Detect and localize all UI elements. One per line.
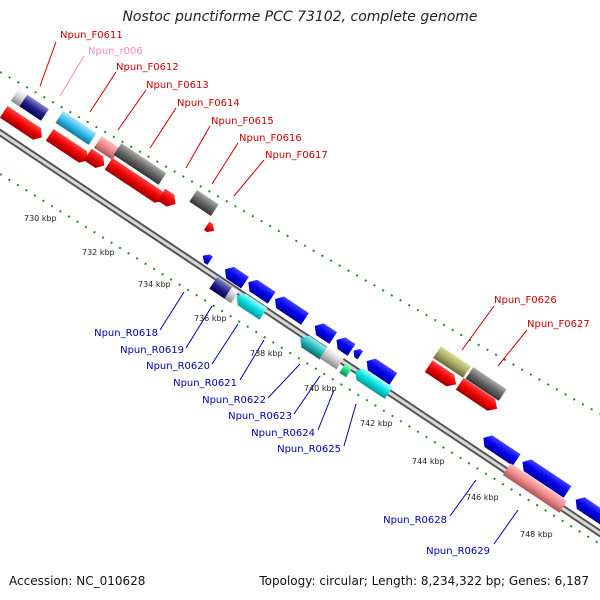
gene-label-npun-r0618[interactable]: Npun_R0618: [94, 328, 158, 339]
genome-title: Nostoc punctiforme PCC 73102, complete g…: [122, 9, 478, 25]
reverse-leader-lines: [159, 291, 519, 545]
tick-label: 748 kbp: [520, 530, 553, 539]
gene-npun-r0621[interactable]: [296, 332, 328, 360]
gene-npun-f0612[interactable]: [55, 111, 97, 145]
tick-label: 744 kbp: [412, 457, 445, 466]
gene-label-npun-f0617[interactable]: Npun_F0617: [265, 150, 328, 161]
gene-npun-f0611[interactable]: [11, 89, 49, 121]
gene-npun-f0627[interactable]: [465, 367, 507, 401]
gene-blue-b[interactable]: [244, 276, 276, 304]
gene-npun-f0614[interactable]: [113, 143, 167, 185]
gene-npun-r0623[interactable]: [339, 362, 353, 378]
gene-npun-f0616[interactable]: [189, 189, 219, 217]
reverse-genes: [200, 252, 600, 531]
scale-ticks: 730 kbp 732 kbp 734 kbp 736 kbp 738 kbp …: [24, 214, 553, 539]
tick-label: 738 kbp: [250, 349, 283, 358]
gene-blue-e[interactable]: [333, 334, 356, 356]
gene-label-npun-f0613[interactable]: Npun_F0613: [146, 80, 209, 91]
gene-blue-a[interactable]: [221, 264, 249, 289]
gene-npun-r0622[interactable]: [319, 346, 345, 370]
gene-label-npun-f0616[interactable]: Npun_F0616: [239, 133, 302, 144]
gene-red-c[interactable]: [83, 148, 108, 172]
accession-text: Accession: NC_010628: [9, 574, 146, 588]
gene-npun-r0629[interactable]: [572, 494, 600, 531]
gene-label-npun-f0626[interactable]: Npun_F0626: [494, 295, 557, 306]
gene-npun-f0613[interactable]: [93, 136, 121, 160]
gene-label-npun-r0628[interactable]: Npun_R0628: [383, 515, 447, 526]
gene-blue-f[interactable]: [351, 347, 364, 360]
inner-dotted-track: [0, 173, 600, 545]
gene-blue-c[interactable]: [271, 293, 309, 325]
gene-red-a[interactable]: [0, 105, 46, 143]
forward-labels: Npun_F0611 Npun_r006 Npun_F0612 Npun_F06…: [60, 30, 590, 330]
gene-red-d[interactable]: [104, 157, 169, 207]
forward-genes: [0, 89, 507, 415]
gene-label-npun-f0612[interactable]: Npun_F0612: [116, 62, 179, 73]
gene-npun-r0628[interactable]: [502, 463, 568, 513]
gene-npun-f0617[interactable]: [203, 221, 217, 235]
gene-npun-f0626[interactable]: [433, 346, 471, 378]
gene-blue-h[interactable]: [479, 432, 521, 466]
gene-blue-g[interactable]: [363, 355, 398, 385]
outer-dotted-track: [0, 71, 600, 415]
gene-blue-i[interactable]: [519, 456, 572, 498]
gene-label-npun-r0622[interactable]: Npun_R0622: [202, 395, 266, 406]
gene-npun-r0620[interactable]: [233, 290, 268, 320]
gene-label-npun-r0623[interactable]: Npun_R0623: [228, 411, 292, 422]
gene-blue-d[interactable]: [311, 320, 338, 344]
gene-red-g[interactable]: [455, 377, 501, 415]
gene-label-npun-f0615[interactable]: Npun_F0615: [211, 116, 274, 127]
tick-label: 736 kbp: [194, 314, 227, 323]
tick-label: 746 kbp: [466, 493, 499, 502]
gene-npun-r0618[interactable]: [200, 252, 213, 265]
forward-leader-lines: [39, 41, 528, 367]
tick-label: 742 kbp: [360, 419, 393, 428]
gene-red-e[interactable]: [157, 188, 179, 210]
gene-label-npun-f0627[interactable]: Npun_F0627: [527, 319, 590, 330]
tick-label: 734 kbp: [138, 280, 171, 289]
gene-npun-r0619[interactable]: [209, 276, 239, 304]
gene-label-npun-r0624[interactable]: Npun_R0624: [251, 428, 315, 439]
gene-label-npun-r0625[interactable]: Npun_R0625: [277, 444, 341, 455]
gene-npun-r0625[interactable]: [351, 365, 393, 399]
reverse-labels: Npun_R0618 Npun_R0619 Npun_R0620 Npun_R0…: [94, 328, 490, 557]
tick-label: 732 kbp: [82, 248, 115, 257]
topology-text: Topology: circular; Length: 8,234,322 bp…: [259, 574, 589, 588]
gene-label-npun-r0621[interactable]: Npun_R0621: [173, 378, 237, 389]
tick-label: 730 kbp: [24, 214, 57, 223]
tick-label: 740 kbp: [304, 384, 337, 393]
gene-label-npun-f0611[interactable]: Npun_F0611: [60, 30, 123, 41]
gene-label-npun-r0620[interactable]: Npun_R0620: [146, 361, 210, 372]
gene-red-f[interactable]: [424, 360, 460, 390]
gene-red-b[interactable]: [45, 128, 92, 166]
gene-label-npun-r006[interactable]: Npun_r006: [88, 46, 143, 57]
gene-label-npun-f0614[interactable]: Npun_F0614: [177, 98, 240, 109]
gene-label-npun-r0629[interactable]: Npun_R0629: [426, 546, 490, 557]
gene-label-npun-r0619[interactable]: Npun_R0619: [120, 345, 184, 356]
